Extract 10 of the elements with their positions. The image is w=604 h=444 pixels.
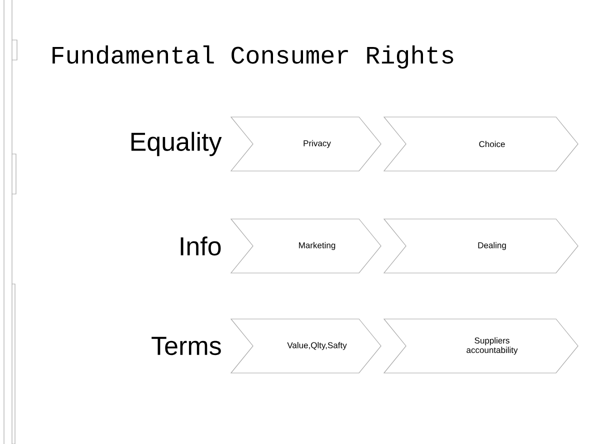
chevron: Privacy: [230, 116, 382, 172]
chevron: Suppliers accountability: [383, 318, 578, 374]
row-label: Info: [180, 236, 221, 256]
chevron: Choice: [383, 116, 578, 172]
chevron: Marketing: [230, 218, 382, 274]
row-label: Terms: [152, 336, 221, 356]
chevron: Dealing: [383, 218, 578, 274]
row-label: Equality: [131, 132, 222, 156]
chevron: Value,Qlty,Safty: [230, 318, 382, 374]
title: Fundamental Consumer Rights: [52, 45, 454, 69]
